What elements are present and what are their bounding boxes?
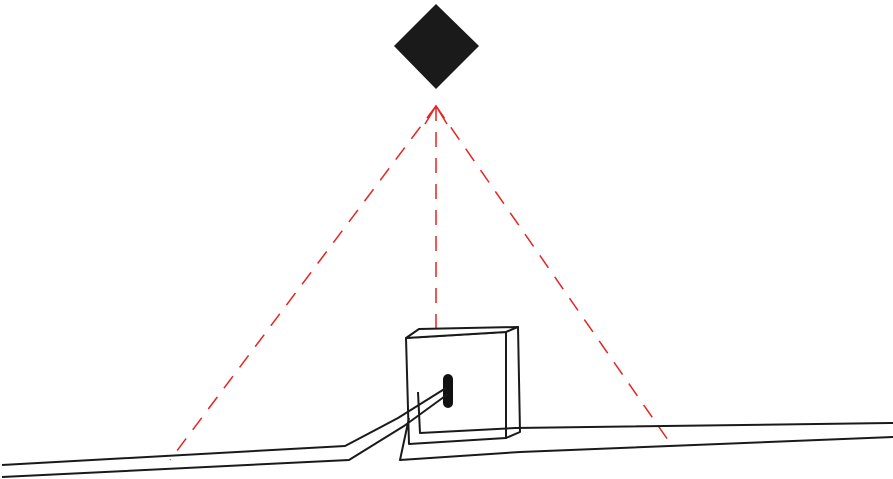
arrowhead <box>424 104 448 125</box>
diamond-marker-icon <box>394 4 479 89</box>
floor-line <box>399 391 893 461</box>
wall-box-device-icon <box>405 326 521 445</box>
floor-edge-upper <box>417 391 893 434</box>
box-side-face <box>505 326 521 439</box>
dashed-line-right <box>435 105 669 441</box>
cable-slot <box>443 374 453 408</box>
cable-edge-lower <box>1 393 449 478</box>
box-front-face <box>405 331 507 445</box>
cable-edge-upper <box>1 387 447 466</box>
dashed-line-left <box>169 105 437 461</box>
dashed-sight-lines <box>169 105 669 461</box>
cable <box>1 387 449 478</box>
floor-edge-lower <box>399 417 893 461</box>
